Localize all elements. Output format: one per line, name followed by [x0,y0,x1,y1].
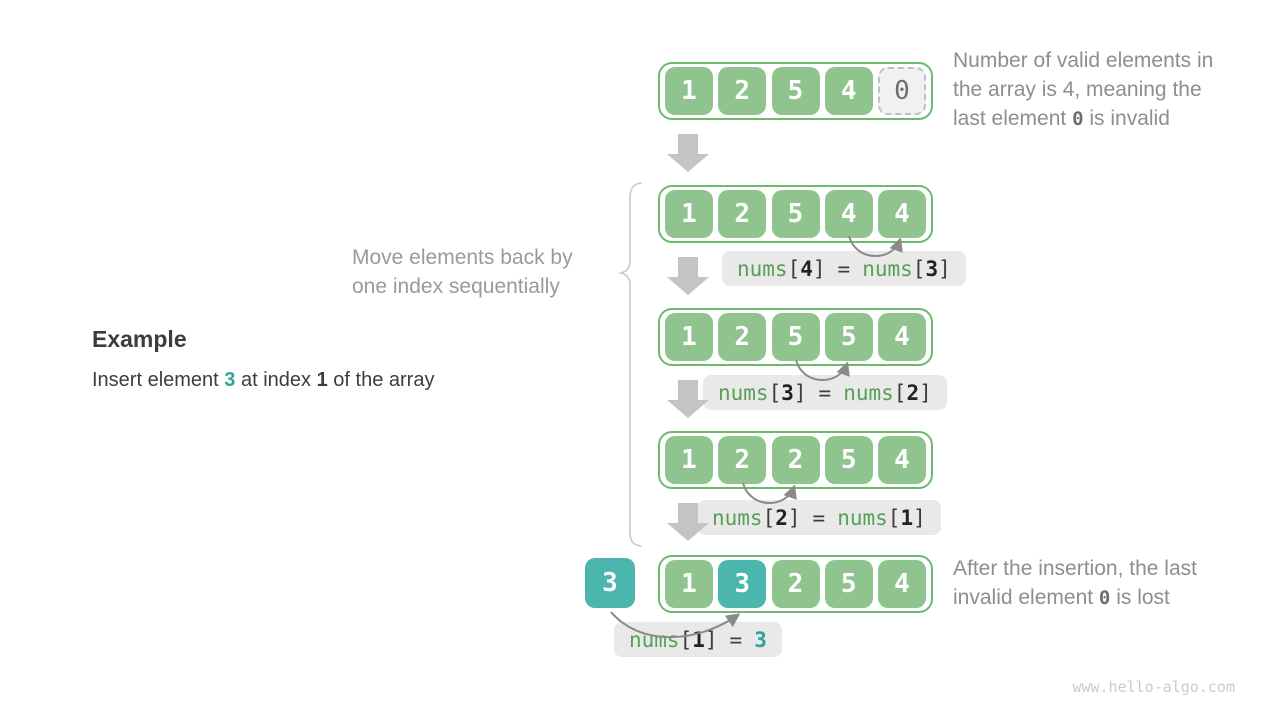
example-text-pre: Insert element [92,369,225,391]
array-cell: 2 [718,436,767,484]
array-step-0: 1 2 5 4 0 [658,62,933,120]
array-cell: 1 [665,190,713,238]
code-index: 2 [775,505,788,530]
valid-note-line2: the array is 4, meaning the [953,78,1202,101]
code-equals: = [729,627,743,652]
code-bracket: ] [938,256,951,281]
code-bracket: [ [912,256,926,281]
code-index: 3 [781,380,794,405]
array-cell: 4 [878,313,926,361]
down-arrow-icon-1 [667,134,709,172]
code-bracket: ] [913,505,926,530]
array-cell: 2 [771,436,820,484]
array-cell: 5 [771,313,820,361]
array-cell: 2 [771,560,820,608]
code-index: 1 [900,505,914,530]
array-step-1: 1 2 5 4 4 [658,185,933,243]
valid-note-line3: last element 0 is invalid [953,104,1263,134]
array-cell: 5 [824,560,873,608]
move-note-line1: Move elements back by [352,246,573,269]
array-cell: 2 [718,67,767,115]
after-insertion-note: After the insertion, the last invalid el… [953,554,1263,613]
example-block: Example Insert element 3 at index 1 of t… [92,326,434,392]
code-equals: = [818,380,832,405]
example-insert-index: 1 [316,369,328,391]
array-step-3: 1 2 2 5 4 [658,431,933,489]
code-bracket: ] [919,380,932,405]
code-bracket: ] [793,380,807,405]
array-cell: 4 [878,560,926,608]
after-note-line1: After the insertion, the last [953,557,1197,580]
code-bracket: [ [768,380,782,405]
array-cell-invalid: 0 [878,67,926,115]
example-text-mid: at index [235,369,317,391]
code-bracket: [ [893,380,907,405]
array-cell: 4 [824,190,873,238]
code-fn: nums [843,380,894,405]
code-bracket: ] [812,256,826,281]
insert-value-cell: 3 [585,558,635,608]
code-bracket: [ [787,256,801,281]
valid-note-line3-pre: last element [953,107,1073,130]
array-step-4: 1 3 2 5 4 [658,555,933,613]
array-cell-inserted: 3 [718,560,767,608]
move-note: Move elements back by one index sequenti… [352,243,573,301]
after-note-line2: invalid element 0 is lost [953,583,1263,613]
after-note-line2-post: is lost [1110,586,1170,609]
invalid-zero-code: 0 [1072,108,1084,130]
array-cell: 5 [824,313,873,361]
array-cell: 1 [665,313,713,361]
array-cell: 1 [665,67,713,115]
code-label-step-2: nums[3]=nums[2] [703,375,947,410]
code-insert-value: 3 [754,627,767,652]
array-cell: 5 [824,436,873,484]
array-cell: 4 [824,67,873,115]
valid-elements-note: Number of valid elements in the array is… [953,46,1263,134]
array-cell: 4 [878,190,926,238]
code-bracket: [ [887,505,901,530]
array-cell: 5 [771,190,820,238]
example-insert-value: 3 [224,369,236,391]
code-index: 3 [925,256,939,281]
array-step-2: 1 2 5 5 4 [658,308,933,366]
watermark: www.hello-algo.com [1072,678,1235,696]
code-equals: = [812,505,826,530]
array-cell: 5 [771,67,820,115]
move-note-line2: one index sequentially [352,275,560,298]
array-cell: 1 [665,436,713,484]
code-index: 2 [906,380,920,405]
code-index: 4 [800,256,813,281]
grouping-brace-icon [618,182,642,547]
code-index: 1 [692,627,705,652]
array-cell: 2 [718,190,767,238]
code-label-insert: nums[1] = 3 [614,622,782,657]
example-title: Example [92,326,187,352]
code-fn: nums [862,256,913,281]
after-note-line2-pre: invalid element [953,586,1099,609]
code-label-step-3: nums[2]=nums[1] [697,500,941,535]
code-bracket: ] [787,505,801,530]
code-fn: nums [718,380,769,405]
example-description: Insert element 3 at index 1 of the array [92,369,434,392]
code-label-step-1: nums[4]=nums[3] [722,251,966,286]
example-text-post: of the array [327,369,435,391]
array-cell: 1 [665,560,713,608]
valid-note-line3-post: is invalid [1083,107,1170,130]
code-fn: nums [629,627,680,652]
code-fn: nums [712,505,763,530]
code-fn: nums [737,256,788,281]
array-cell: 4 [878,436,926,484]
array-cell: 2 [718,313,767,361]
valid-note-line1: Number of valid elements in [953,49,1214,72]
code-fn: nums [837,505,888,530]
code-equals: = [837,256,851,281]
code-bracket: ] [704,627,718,652]
lost-zero-code: 0 [1098,587,1111,609]
code-bracket: [ [679,627,693,652]
code-bracket: [ [762,505,776,530]
down-arrow-icon-2 [667,257,709,295]
